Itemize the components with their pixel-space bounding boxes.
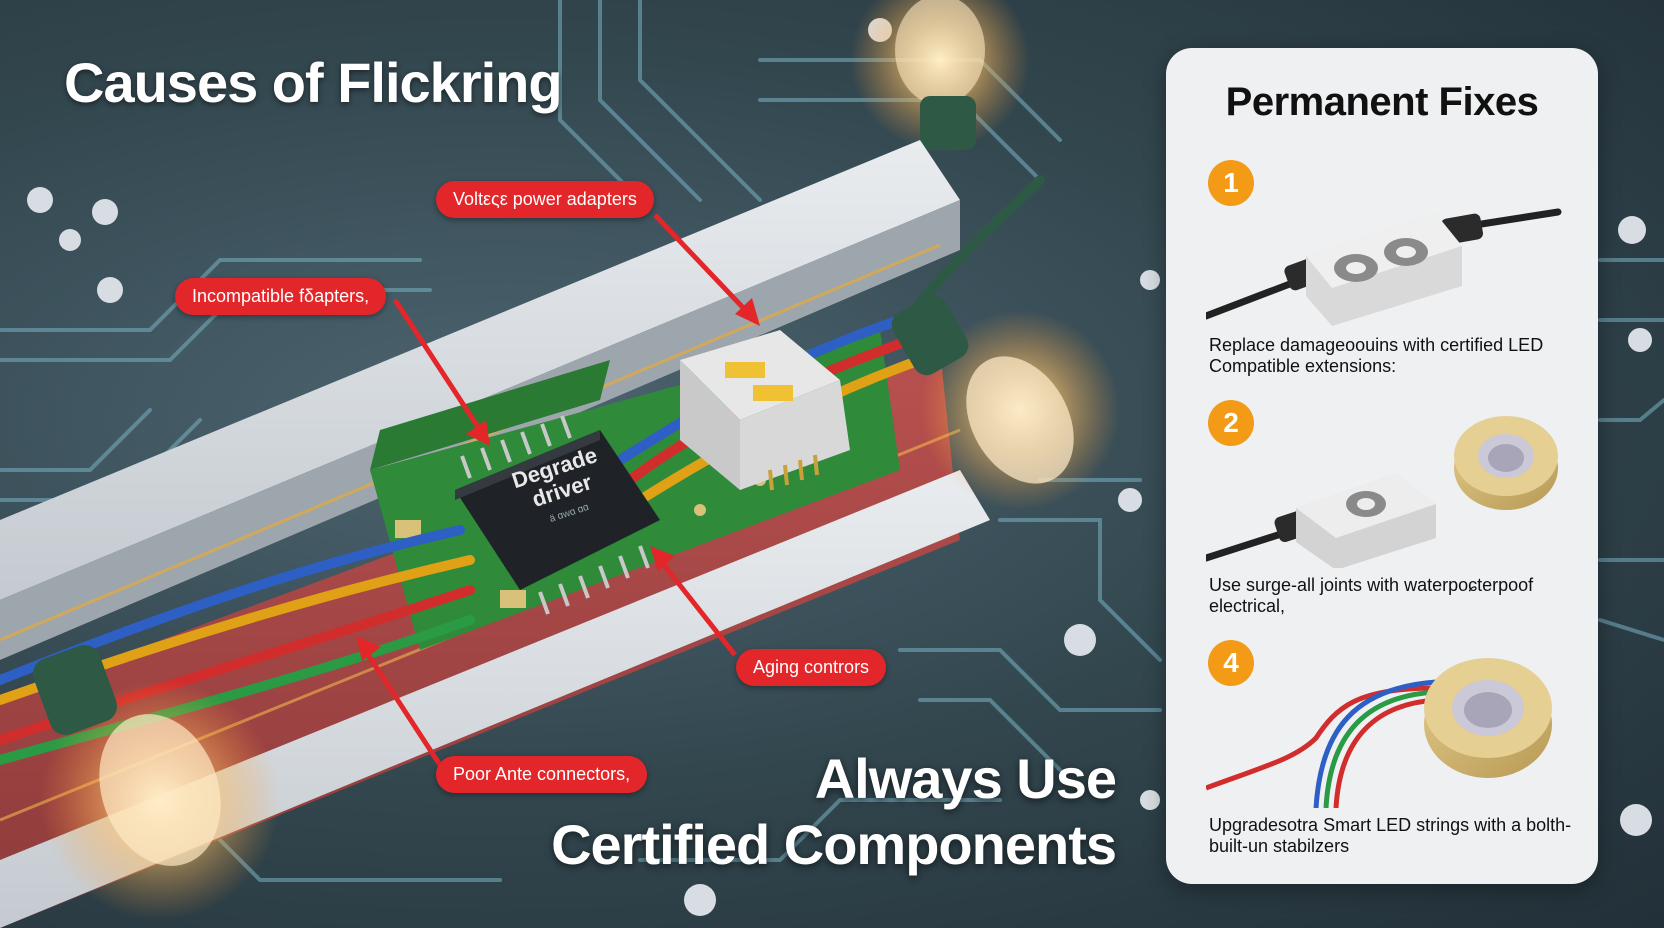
callout-voltage-power-adapters: Voltεςε power adapters bbox=[436, 181, 654, 218]
background-bulb-top bbox=[850, 0, 1030, 150]
step-1-text: Replace damageoouins with certified LED … bbox=[1209, 335, 1544, 376]
step-2-badge: 2 bbox=[1208, 400, 1254, 446]
slogan-line2: Certified Components bbox=[551, 813, 1117, 876]
led-bulb-right bbox=[891, 294, 1120, 510]
degrade-driver-chip bbox=[455, 415, 660, 615]
panel-title: Permanent Fixes bbox=[1225, 80, 1539, 124]
slogan-line1: Always Use bbox=[814, 747, 1117, 810]
permanent-fixes-panel: Permanent Fixes 1 Replace damageoouins w… bbox=[1166, 48, 1598, 884]
page-title: Causes of Flickring bbox=[64, 51, 563, 114]
connector-block-icon bbox=[1206, 208, 1562, 326]
power-adapter-block bbox=[680, 330, 850, 491]
callout-arrows bbox=[356, 213, 760, 767]
callout-poor-connectors: Poor Ante connectors, bbox=[436, 756, 648, 793]
step-4-text: Upgradesotra Smart LED strings with a bo… bbox=[1209, 815, 1572, 856]
callout-aging-controllers: Aging contrors bbox=[736, 649, 887, 686]
led-bulb-bottom-left bbox=[32, 644, 280, 920]
step-2-text: Use surge-all joints with waterpoɕterpoo… bbox=[1209, 575, 1534, 616]
step-4-badge: 4 bbox=[1208, 640, 1254, 686]
connector-and-tape-icon bbox=[1206, 416, 1558, 568]
wires-and-tape-icon bbox=[1206, 658, 1552, 808]
callout-incompatible-adapters: Incompatible fδapters, bbox=[175, 278, 387, 315]
step-1-badge: 1 bbox=[1208, 160, 1254, 206]
